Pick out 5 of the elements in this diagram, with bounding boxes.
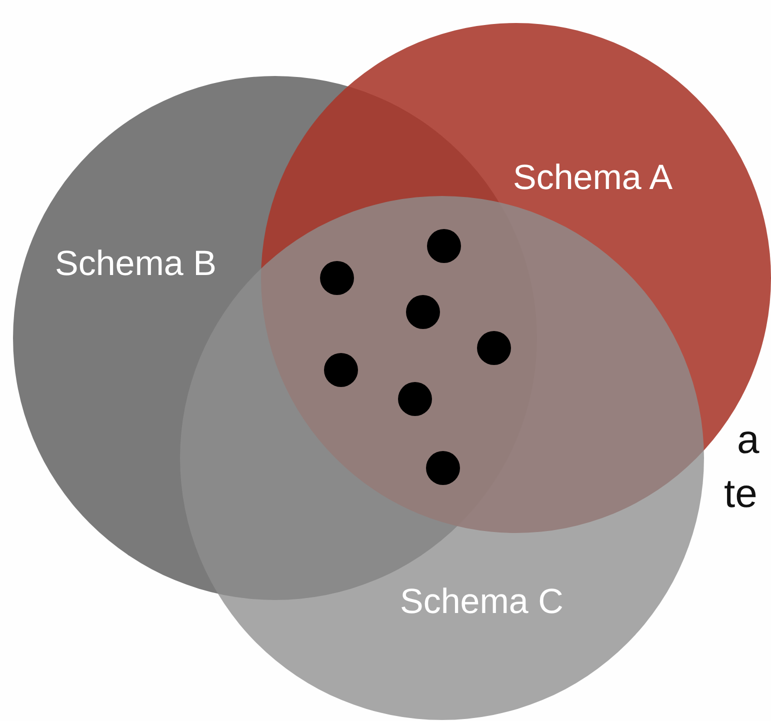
set-label: Schema B [55,246,216,281]
text-fragment: te [724,474,758,514]
set-label: Schema A [513,160,673,195]
text-fragment: a [737,420,760,460]
set-label: Schema C [400,584,564,619]
